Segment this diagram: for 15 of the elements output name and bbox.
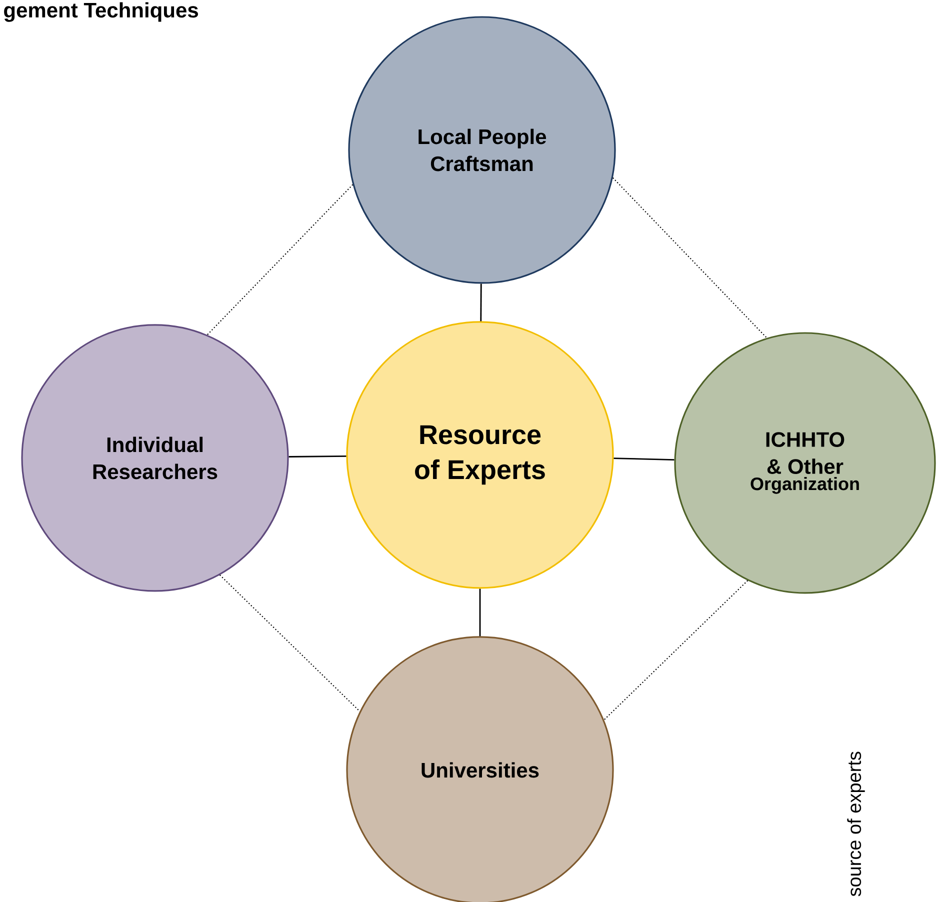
- heading: gement Techniques: [4, 2, 198, 22]
- connector-line: [288, 456, 346, 458]
- circle-node: Resource of Experts: [346, 321, 614, 589]
- side-note: source of experts: [847, 752, 865, 896]
- circle-node: Individual Researchers: [21, 324, 289, 592]
- dotted-line: [206, 184, 354, 336]
- circle-node: ICHHTO & Other Organization: [674, 332, 936, 594]
- circle-node: Universities: [346, 636, 614, 902]
- dotted-line: [604, 580, 748, 720]
- connector-line: [480, 284, 482, 322]
- dotted-line: [612, 177, 768, 338]
- connector-line: [614, 458, 674, 460]
- connector-line: [479, 588, 481, 636]
- dotted-line: [219, 574, 360, 712]
- circle-node: Local People Craftsman: [348, 16, 616, 284]
